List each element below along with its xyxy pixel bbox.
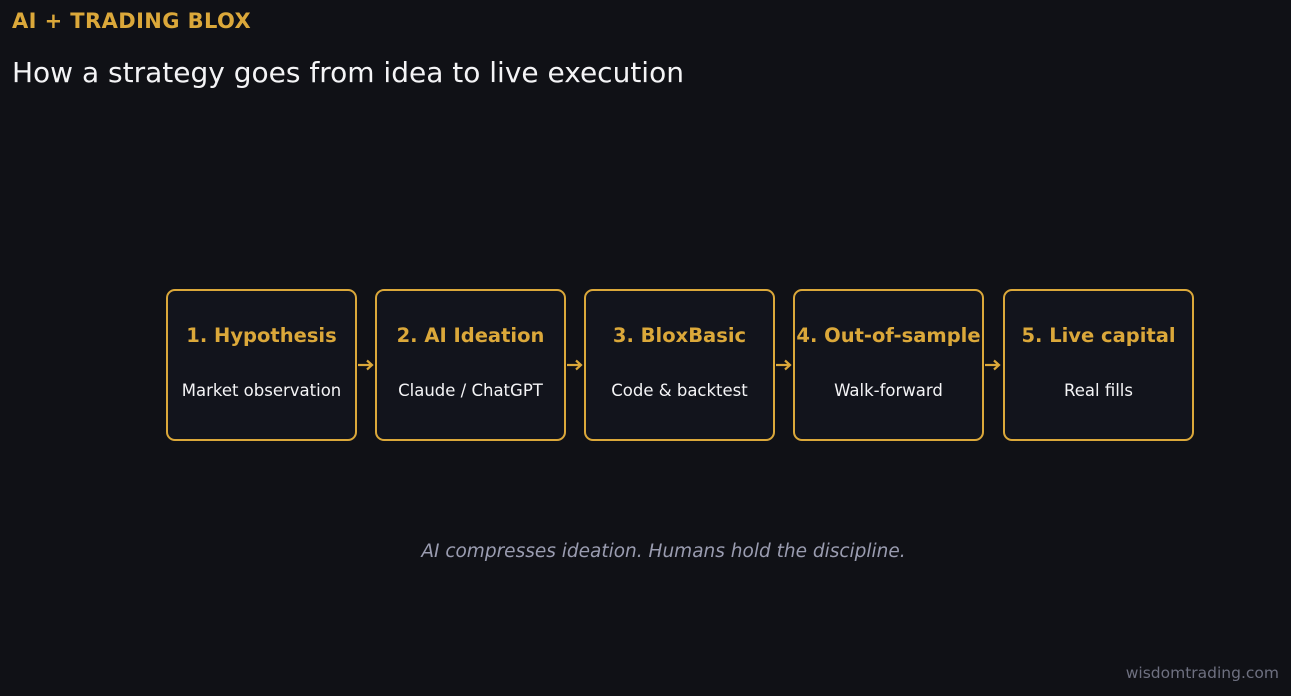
stage-subtitle: Real fills: [1064, 381, 1133, 400]
stage-title: 5. Live capital: [1021, 324, 1176, 347]
arrow-right-icon: [985, 359, 1001, 371]
page-title: How a strategy goes from idea to live ex…: [12, 56, 684, 89]
footer-site-label: wisdomtrading.com: [1125, 664, 1279, 682]
stage-out-of-sample: 4. Out-of-sample Walk-forward: [793, 289, 984, 441]
stage-subtitle: Market observation: [181, 381, 342, 400]
stage-title: 4. Out-of-sample: [796, 324, 981, 347]
stage-subtitle: Claude / ChatGPT: [398, 381, 543, 400]
pipeline-diagram: 1. Hypothesis Market observation 2. AI I…: [166, 289, 1194, 441]
caption: AI compresses ideation. Humans hold the …: [421, 541, 906, 562]
stage-live-capital: 5. Live capital Real fills: [1003, 289, 1194, 441]
stage-subtitle: Code & backtest: [611, 381, 748, 400]
brand-label: AI + TRADING BLOX: [12, 9, 252, 33]
stage-title: 2. AI Ideation: [396, 324, 545, 347]
arrow-right-icon: [567, 359, 583, 371]
stage-subtitle: Walk-forward: [834, 381, 943, 400]
stage-ai-ideation: 2. AI Ideation Claude / ChatGPT: [375, 289, 566, 441]
stage-title: 1. Hypothesis: [186, 324, 337, 347]
arrow-right-icon: [776, 359, 792, 371]
stage-bloxbasic: 3. BloxBasic Code & backtest: [584, 289, 775, 441]
stage-title: 3. BloxBasic: [612, 324, 747, 347]
stage-hypothesis: 1. Hypothesis Market observation: [166, 289, 357, 441]
arrow-right-icon: [358, 359, 374, 371]
